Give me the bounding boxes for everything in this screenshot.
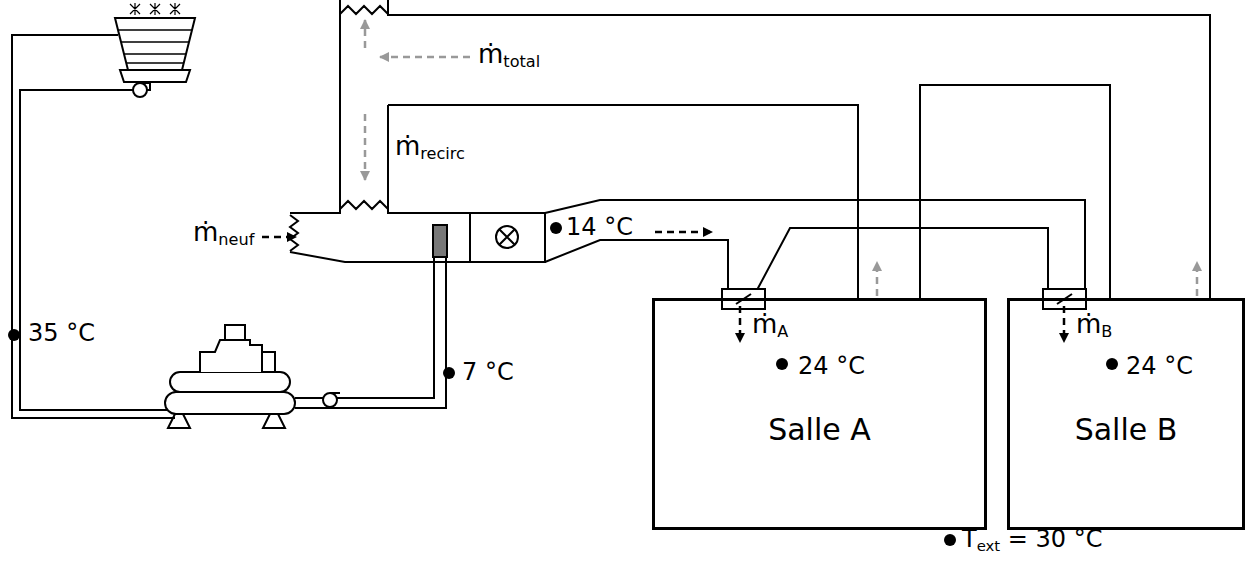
damper [340, 201, 388, 209]
temperature-label: 14 °C [566, 214, 633, 240]
fan [470, 213, 545, 262]
room-box: 24 °C Salle A [652, 298, 987, 530]
room-name: Salle A [768, 413, 871, 446]
room-box: 24 °C Salle B [1007, 298, 1245, 530]
flow-label: ṁrecirc [395, 132, 465, 163]
chiller [165, 325, 295, 428]
temperature-label: 35 °C [28, 320, 95, 346]
measure-point [8, 222, 1118, 546]
air-duct [290, 0, 1210, 309]
damper [340, 6, 388, 14]
chilled-water-pipe [295, 225, 447, 408]
flow-label: Text = 30 °C [962, 526, 1103, 554]
room-temperature: 24 °C [798, 353, 865, 379]
flow-label: ṁA [752, 310, 788, 341]
cooling-tower [115, 3, 195, 82]
cooling-coil [433, 225, 447, 257]
flow-label: ṁB [1076, 310, 1112, 341]
condenser-water-pipe [12, 35, 175, 418]
flow-label: ṁneuf [193, 218, 254, 249]
louver [290, 215, 298, 251]
flow-label: ṁtotal [478, 40, 540, 71]
flow-arrow [262, 20, 1197, 342]
room-name: Salle B [1075, 413, 1178, 446]
room-temperature: 24 °C [1126, 353, 1193, 379]
temperature-label: 7 °C [462, 359, 514, 385]
